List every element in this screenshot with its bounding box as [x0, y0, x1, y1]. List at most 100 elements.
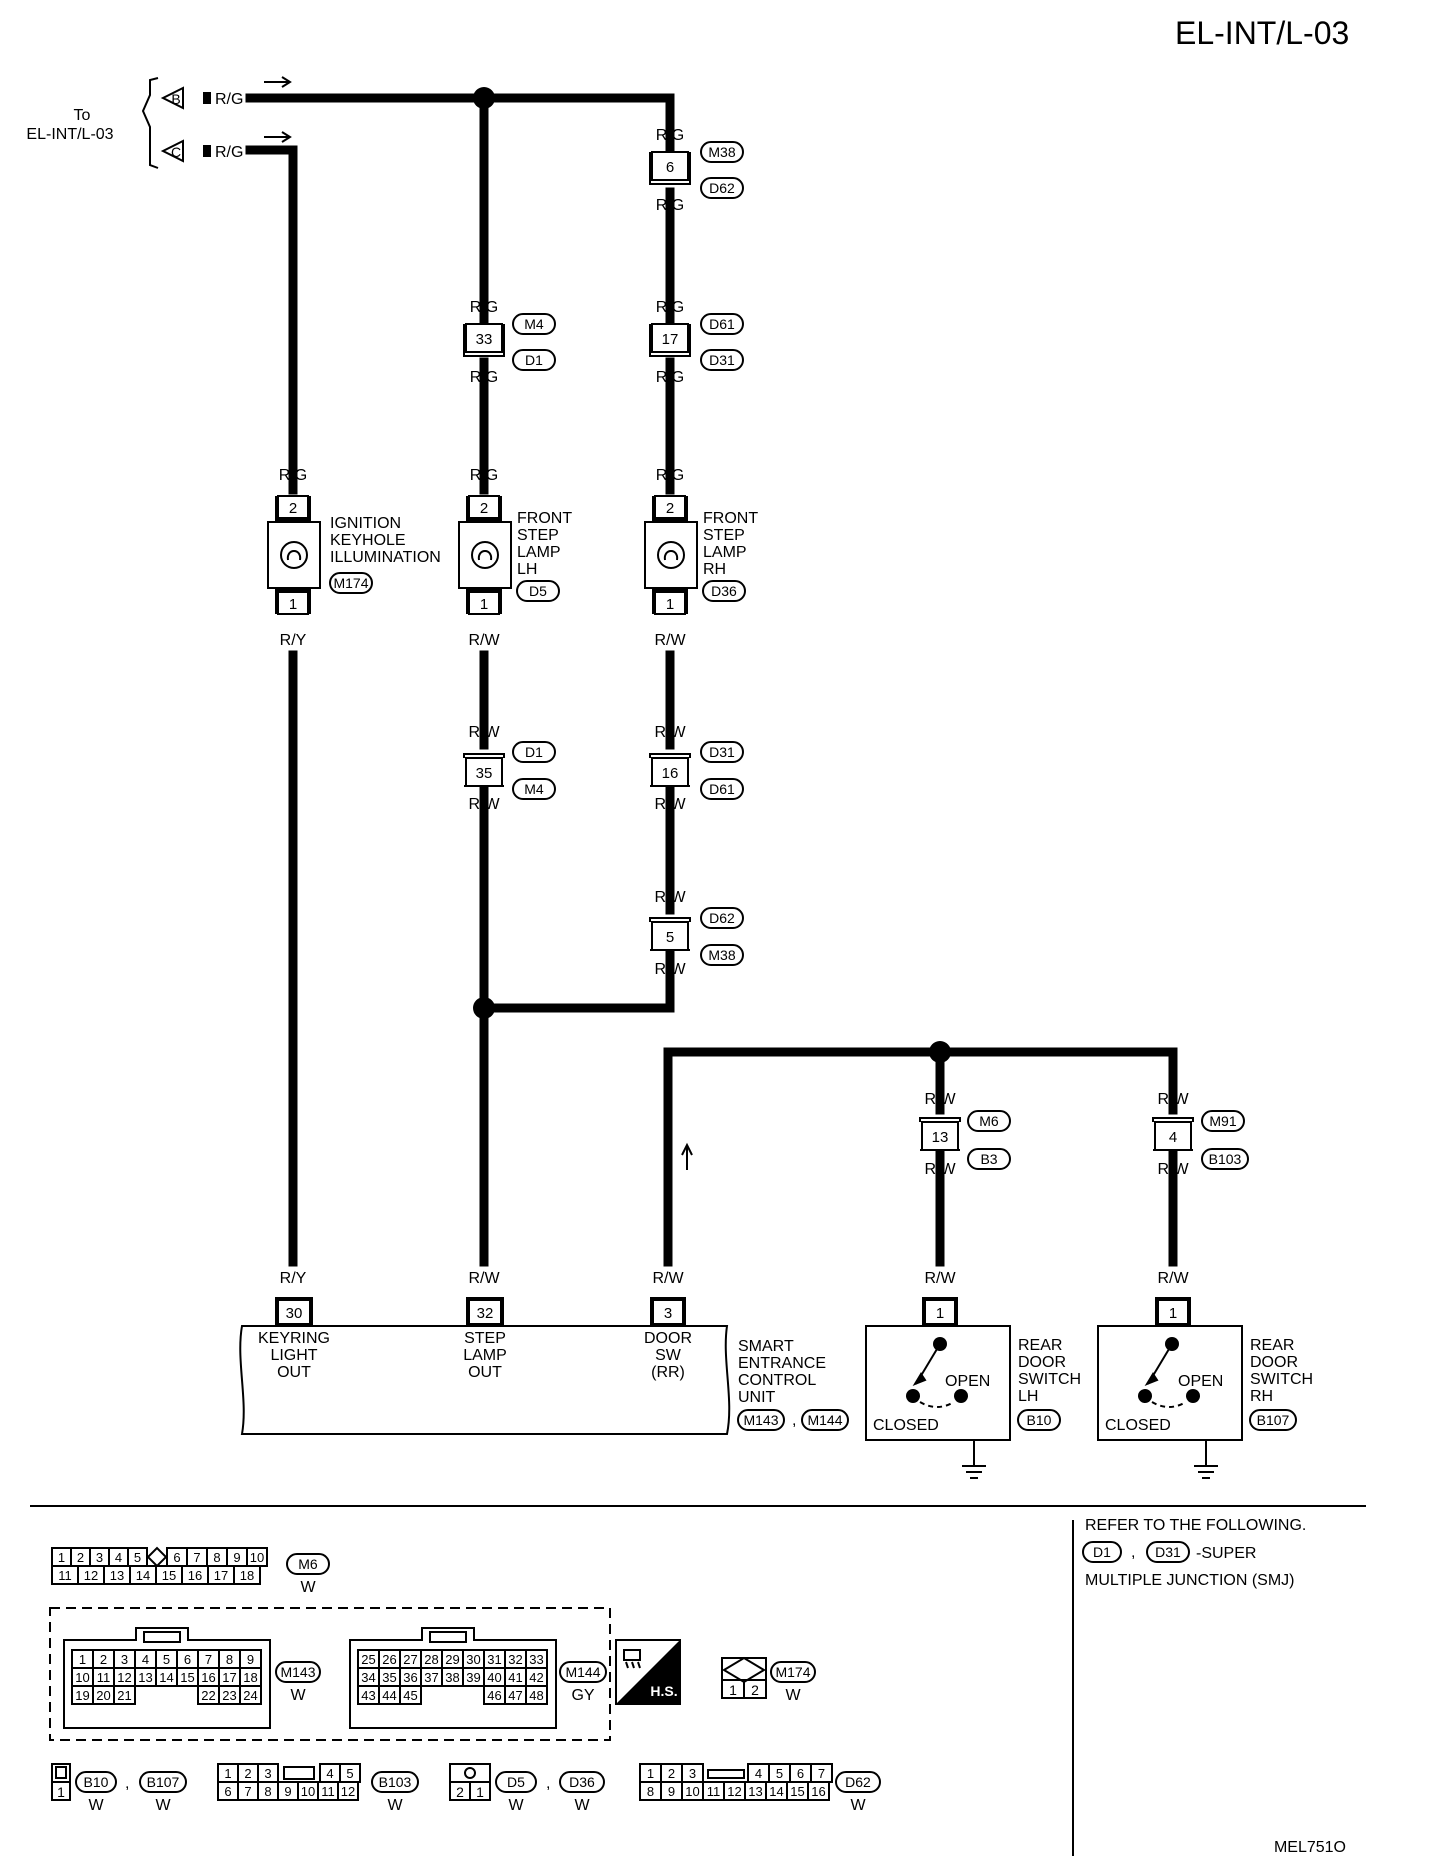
svg-text:M6: M6	[979, 1113, 999, 1129]
pin-label: 16	[811, 1784, 825, 1799]
page-code: EL-INT/L-03	[1175, 15, 1349, 51]
svg-text:D61: D61	[709, 781, 735, 797]
connector-d31-16: R/W 16 R/W D31 D61	[649, 724, 744, 813]
svg-text:W: W	[508, 1797, 524, 1814]
pin-label: 48	[529, 1688, 543, 1703]
legend-m143-tag: M143 W	[275, 1661, 321, 1704]
front-step-lamp-rh: R/G 2 1 R/W FRONT STEP LAMP RH D36	[644, 467, 758, 649]
svg-text:R/W: R/W	[1157, 1091, 1189, 1108]
ref-b-wire-label: R/G	[215, 91, 243, 108]
pin-label: 46	[487, 1688, 501, 1703]
pin-label: 2	[668, 1766, 675, 1781]
pin-label: 10	[75, 1670, 89, 1685]
pin-label: 4	[142, 1652, 149, 1667]
svg-text:R/G: R/G	[470, 369, 498, 386]
pin-cell	[337, 1781, 359, 1801]
svg-text:B10: B10	[84, 1774, 109, 1790]
pin-label: 12	[341, 1784, 355, 1799]
svg-text:D31: D31	[709, 744, 735, 760]
legend-d62-tag: D62 W	[835, 1771, 881, 1814]
pin-label: 4	[115, 1550, 122, 1565]
pin-cell	[399, 1685, 422, 1705]
svg-text:16: 16	[662, 765, 679, 782]
svg-text:,: ,	[546, 1775, 550, 1792]
svg-text:W: W	[300, 1579, 316, 1596]
svg-text:R/W: R/W	[1157, 1161, 1189, 1178]
svg-text:M38: M38	[708, 947, 735, 963]
svg-text:RH: RH	[703, 561, 726, 578]
pin-label: 35	[382, 1670, 396, 1685]
rear-door-switch-rh: R/W 1 OPEN CLOSED REAR DOOR SWITCH RH B1…	[1097, 1270, 1313, 1479]
pin-label: 8	[647, 1784, 654, 1799]
svg-text:M38: M38	[708, 144, 735, 160]
svg-text:30: 30	[286, 1305, 303, 1322]
svg-text:1: 1	[1169, 1305, 1177, 1322]
flow-arrow-b	[264, 76, 292, 88]
splice-mid	[473, 997, 495, 1019]
svg-text:R/G: R/G	[279, 467, 307, 484]
legend-m174-face: 1 2 M174 W	[721, 1656, 816, 1704]
svg-text:35: 35	[476, 765, 493, 782]
svg-text:IGNITION: IGNITION	[330, 515, 401, 532]
pin-label: 7	[818, 1766, 825, 1781]
svg-text:32: 32	[477, 1305, 494, 1322]
pin-label: 43	[361, 1688, 375, 1703]
splice-door	[929, 1041, 951, 1063]
svg-text:CLOSED: CLOSED	[873, 1417, 939, 1434]
svg-text:DOOR: DOOR	[644, 1330, 692, 1347]
pin-label: 3	[264, 1766, 271, 1781]
svg-text:R/W: R/W	[652, 1270, 684, 1287]
ignition-keyhole-illumination: R/G 2 1 R/Y IGNITION KEYHOLE ILLUMINATIO…	[267, 467, 441, 649]
svg-text:OUT: OUT	[468, 1364, 502, 1381]
svg-text:OPEN: OPEN	[1178, 1373, 1223, 1390]
svg-text:M6: M6	[298, 1556, 318, 1572]
pin-label: 34	[361, 1670, 375, 1685]
pin-label: 19	[75, 1688, 89, 1703]
refer-note: REFER TO THE FOLLOWING. D1 , D31 -SUPER …	[1082, 1517, 1306, 1589]
svg-text:W: W	[155, 1797, 171, 1814]
pin-label: 16	[188, 1568, 202, 1583]
svg-text:M143: M143	[743, 1412, 778, 1428]
svg-text:W: W	[850, 1797, 866, 1814]
pin-label: 1	[79, 1652, 86, 1667]
svg-text:D62: D62	[709, 180, 735, 196]
key-slot	[707, 1769, 745, 1779]
pin-label: 6	[797, 1766, 804, 1781]
svg-text:R/W: R/W	[654, 889, 686, 906]
pin-label: 11	[707, 1784, 721, 1799]
pin-label: 9	[668, 1784, 675, 1799]
ref-c-letter: C	[171, 144, 181, 160]
legend-b10-face: 1 B10 W , B107 W	[51, 1763, 187, 1814]
pin-label: 1	[647, 1766, 654, 1781]
svg-text:R/W: R/W	[654, 796, 686, 813]
svg-text:R/W: R/W	[654, 632, 686, 649]
svg-text:1: 1	[289, 596, 297, 613]
to-brace	[141, 77, 159, 169]
svg-text:STEP: STEP	[703, 527, 745, 544]
svg-text:5: 5	[666, 929, 674, 946]
svg-text:FRONT: FRONT	[703, 510, 758, 527]
svg-text:2: 2	[456, 1784, 464, 1800]
svg-text:REAR: REAR	[1018, 1337, 1062, 1354]
pin-label: 29	[445, 1652, 459, 1667]
svg-text:R/W: R/W	[468, 1270, 500, 1287]
svg-text:W: W	[290, 1687, 306, 1704]
svg-text:R/G: R/G	[470, 467, 498, 484]
pin-label: 11	[58, 1568, 72, 1583]
svg-text:M4: M4	[524, 316, 544, 332]
flow-arrow-door	[681, 1142, 693, 1170]
svg-text:B103: B103	[1209, 1151, 1242, 1167]
connector-d62-5: R/W 5 R/W D62 M38	[649, 889, 744, 978]
pin-label: 41	[508, 1670, 522, 1685]
legend-dashed-group	[49, 1607, 611, 1741]
pin-label: 21	[117, 1688, 131, 1703]
svg-text:SWITCH: SWITCH	[1018, 1371, 1081, 1388]
pin-label: 1	[224, 1766, 231, 1781]
latch	[429, 1631, 467, 1643]
connector-m91-4: R/W 4 R/W M91 B103	[1152, 1091, 1249, 1178]
svg-text:R/G: R/G	[656, 197, 684, 214]
svg-text:13: 13	[932, 1129, 949, 1146]
pin-label: 24	[243, 1688, 257, 1703]
svg-text:3: 3	[664, 1305, 672, 1322]
